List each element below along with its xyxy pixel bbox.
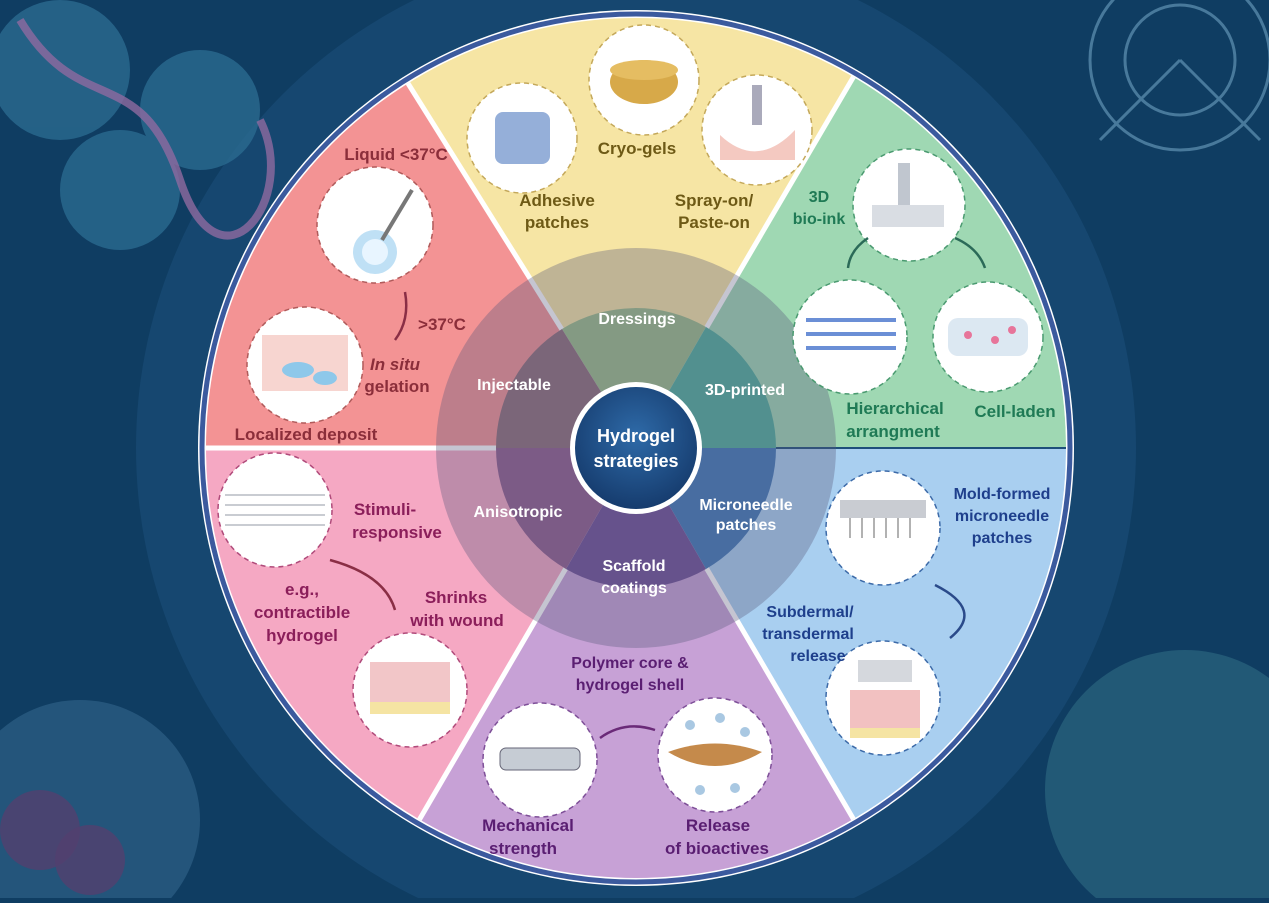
adhesive-label-2: patches bbox=[525, 213, 589, 232]
polymer-label-2: hydrogel shell bbox=[576, 677, 684, 694]
mechanical-label-1: Mechanical bbox=[482, 816, 574, 835]
hierarchical-label-2: arrangment bbox=[846, 422, 940, 441]
bioink-label-2: bio-ink bbox=[793, 211, 846, 228]
fiber-illustration bbox=[217, 452, 333, 568]
flow-arrows bbox=[329, 291, 408, 611]
subdermal-label-1: Subdermal/ bbox=[766, 604, 854, 621]
gelation-label: gelation bbox=[364, 377, 429, 396]
release-label-2: of bioactives bbox=[665, 839, 769, 858]
microneedle-label-2: patches bbox=[716, 517, 777, 534]
syringe-illustration bbox=[316, 166, 434, 284]
localized-deposit-label: Localized deposit bbox=[235, 425, 378, 444]
subdermal-label-2: transdermal bbox=[762, 626, 854, 643]
subdermal-label-3: release bbox=[790, 648, 845, 665]
outer-border bbox=[199, 11, 1073, 885]
hierarchical-illustration bbox=[792, 279, 908, 395]
mold-label-3: patches bbox=[972, 530, 1033, 547]
spray-label-2: Paste-on bbox=[678, 213, 750, 232]
microneedle-label-1: Microneedle bbox=[699, 497, 792, 514]
shrinks-label-1: Shrinks bbox=[425, 588, 487, 607]
center-title-1: Hydrogel bbox=[597, 426, 675, 446]
injectable-label: Injectable bbox=[477, 377, 551, 394]
liquid-label: Liquid <37°C bbox=[344, 145, 448, 164]
eg-label-2: contractible bbox=[254, 603, 350, 622]
anisotropic-label: Anisotropic bbox=[474, 504, 563, 521]
cryogels-label: Cryo-gels bbox=[598, 139, 676, 158]
sector-microneedle bbox=[636, 448, 1066, 820]
polymer-label-1: Polymer core & bbox=[571, 655, 689, 672]
dressings-label: Dressings bbox=[598, 311, 675, 328]
insitu-label: In situ bbox=[370, 355, 421, 374]
scaffold-label-1: Scaffold bbox=[602, 558, 665, 575]
eg-label-3: hydrogel bbox=[266, 626, 338, 645]
eg-label-1: e.g., bbox=[285, 580, 319, 599]
stimuli-label-2: responsive bbox=[352, 523, 442, 542]
hierarchical-label-1: Hierarchical bbox=[846, 399, 943, 418]
cell-laden-label: Cell-laden bbox=[974, 402, 1055, 421]
adhesive-label-1: Adhesive bbox=[519, 191, 595, 210]
microneedle-mold-illustration bbox=[825, 470, 941, 586]
mold-label-1: Mold-formed bbox=[954, 486, 1051, 503]
spray-label-1: Spray-on/ bbox=[675, 191, 754, 210]
shrinks-label-2: with wound bbox=[409, 611, 503, 630]
printed-label: 3D-printed bbox=[705, 382, 785, 399]
release-label-1: Release bbox=[686, 816, 750, 835]
stimuli-label-1: Stimuli- bbox=[354, 500, 416, 519]
bioink-label-1: 3D bbox=[809, 189, 829, 206]
mold-label-2: microneedle bbox=[955, 508, 1049, 525]
scaffold-label-2: coatings bbox=[601, 580, 667, 597]
center-circle bbox=[575, 387, 697, 509]
center-title-2: strategies bbox=[593, 451, 678, 471]
temp-label: >37°C bbox=[418, 315, 466, 334]
mechanical-label-2: strength bbox=[489, 839, 557, 858]
illustration-details bbox=[225, 60, 1028, 795]
